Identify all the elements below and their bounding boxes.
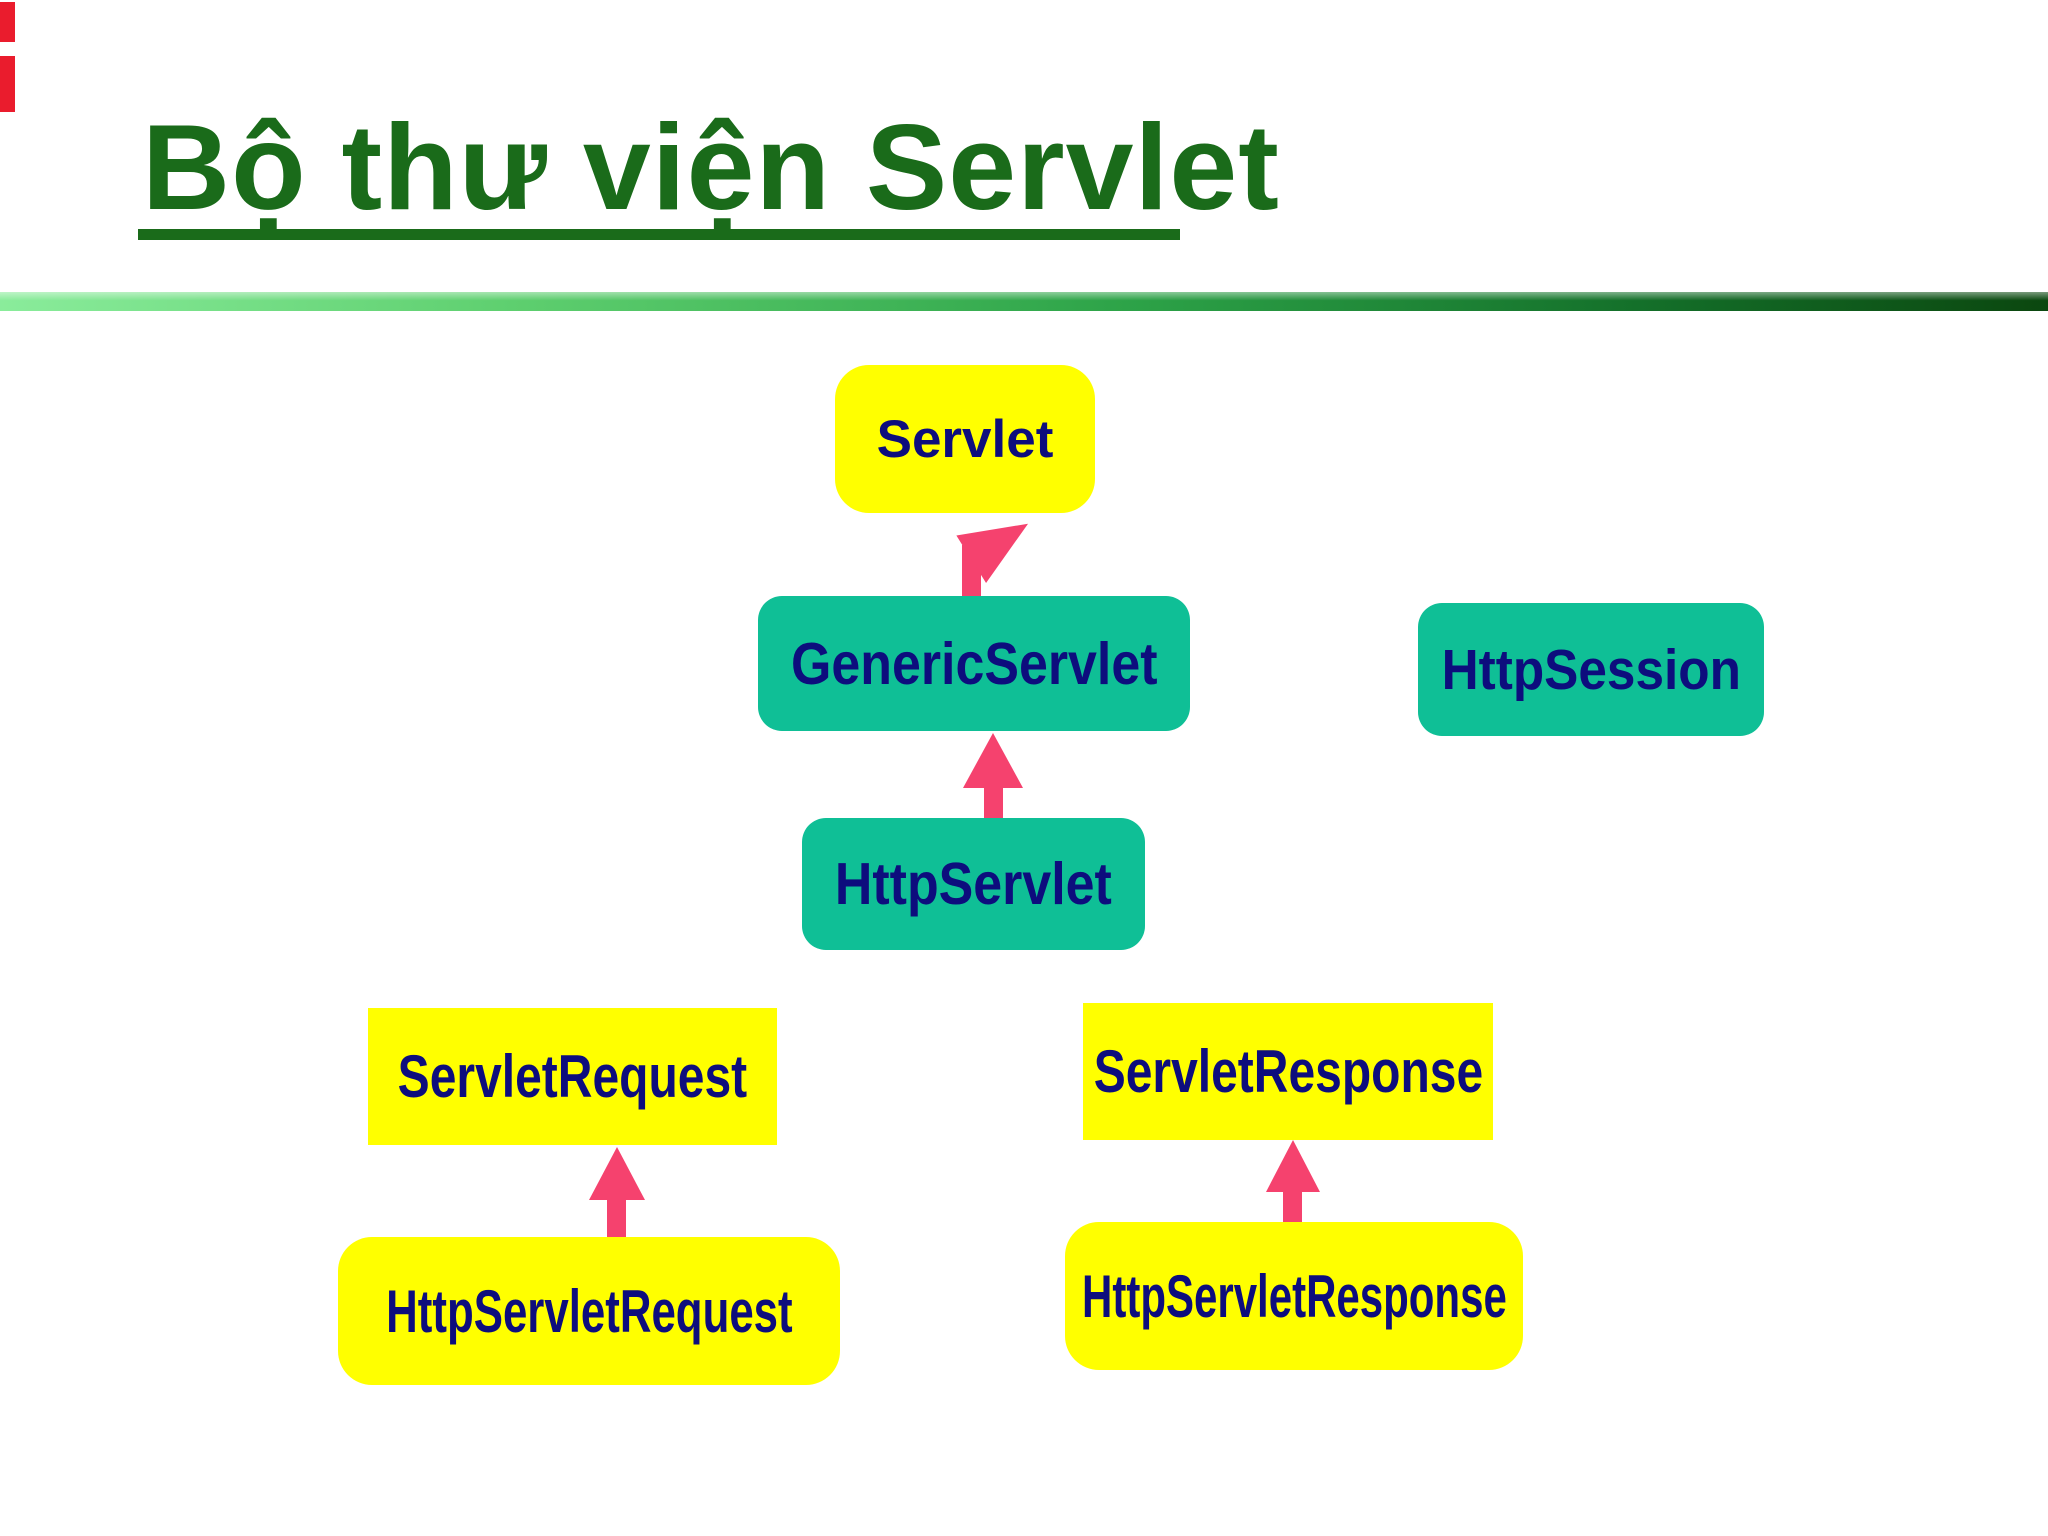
node-servlet-response: ServletResponse [1083, 1003, 1493, 1140]
node-servlet-label: Servlet [876, 409, 1054, 469]
title-underline [138, 229, 1180, 240]
node-servlet-request-label: ServletRequest [397, 1043, 748, 1110]
node-generic-servlet: GenericServlet [758, 596, 1190, 731]
node-http-servlet-response-label: HttpServletResponse [1081, 1262, 1507, 1330]
node-http-servlet-request-label: HttpServletRequest [385, 1277, 793, 1345]
node-servlet: Servlet [835, 365, 1095, 513]
node-http-servlet: HttpServlet [802, 818, 1145, 950]
corner-accent-mark [0, 56, 15, 112]
gradient-divider-bar [0, 292, 2048, 311]
node-http-session: HttpSession [1418, 603, 1764, 736]
corner-accent-mark [0, 2, 15, 42]
node-http-servlet-response: HttpServletResponse [1065, 1222, 1523, 1370]
inheritance-arrow-genericservlet-to-servlet [956, 523, 1029, 600]
node-http-servlet-label: HttpServlet [835, 851, 1112, 917]
node-servlet-response-label: ServletResponse [1093, 1038, 1483, 1105]
node-generic-servlet-label: GenericServlet [790, 630, 1158, 697]
page-title: Bộ thư viện Servlet [142, 99, 1280, 235]
node-http-servlet-request: HttpServletRequest [338, 1237, 840, 1385]
node-http-session-label: HttpSession [1441, 637, 1741, 702]
node-servlet-request: ServletRequest [368, 1008, 777, 1145]
